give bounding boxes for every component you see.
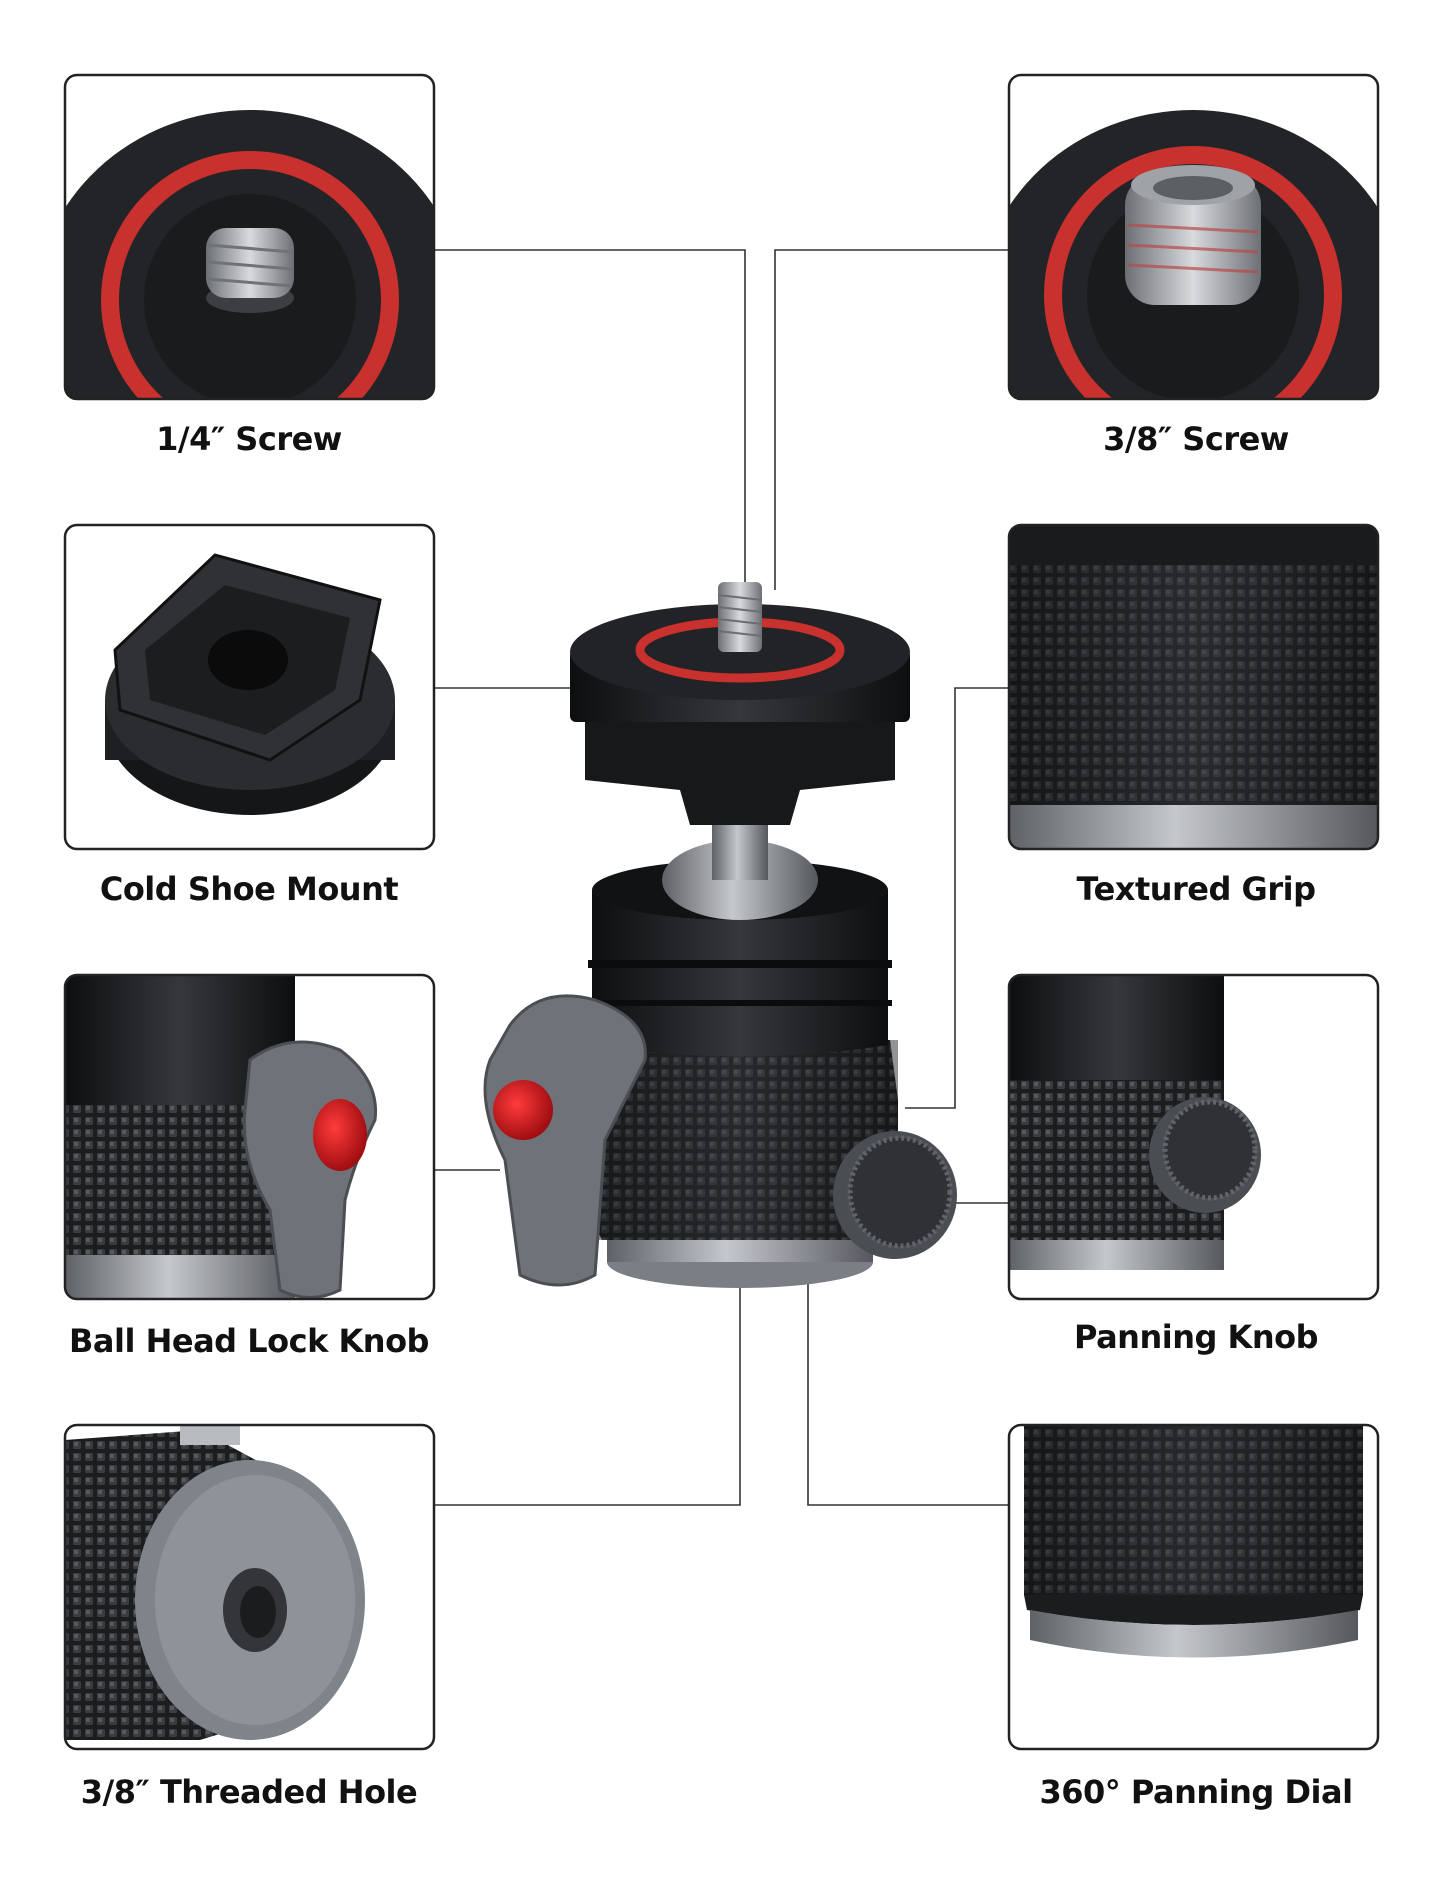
connector-quarter-screw [434,249,746,590]
label-threaded-hole: 3/8″ Threaded Hole [80,1773,418,1811]
lock-knob [483,994,647,1287]
label-ball-head-lock-knob: Ball Head Lock Knob [69,1322,429,1360]
dial-metal-band [1030,1610,1358,1658]
ball-head-product [483,582,957,1288]
top-screw [718,582,762,652]
panel-panning-knob [1007,973,1380,1301]
label-cold-shoe-mount: Cold Shoe Mount [99,870,399,908]
panel-panning-dial [1007,1423,1380,1751]
adapter-screw [1125,175,1261,305]
label-three-eighths-screw: 3/8″ Screw [1103,420,1289,458]
mount-hole [208,630,288,690]
panel-cold-shoe-mount [63,523,436,851]
base-dial-ring [607,1238,873,1262]
cold-shoe-block [585,720,895,825]
lock-knob-red-button [493,1080,553,1140]
label-textured-grip: Textured Grip [1076,870,1316,908]
label-panning-dial: 360° Panning Dial [1039,1773,1353,1811]
label-panning-knob: Panning Knob [1073,1318,1319,1356]
red-ring [1044,146,1342,399]
label-quarter-inch-screw: 1/4″ Screw [156,420,342,458]
red-ring [101,151,399,399]
connector-panning-dial [807,1280,1009,1506]
panel-three-eighths-screw [1007,73,1380,401]
connector-textured-grip [905,687,1009,1109]
connector-lines [434,249,1009,1506]
connector-threaded-hole [434,1275,741,1506]
ball-stem [712,820,768,880]
red-button [313,1099,367,1171]
connector-three-eighths-screw [774,249,1009,590]
metal-band [1009,805,1378,849]
panel-threaded-hole [63,1423,436,1751]
panel-ball-head-lock-knob [63,973,436,1301]
panel-textured-grip [1007,523,1380,851]
panel-quarter-inch-screw [63,73,436,401]
